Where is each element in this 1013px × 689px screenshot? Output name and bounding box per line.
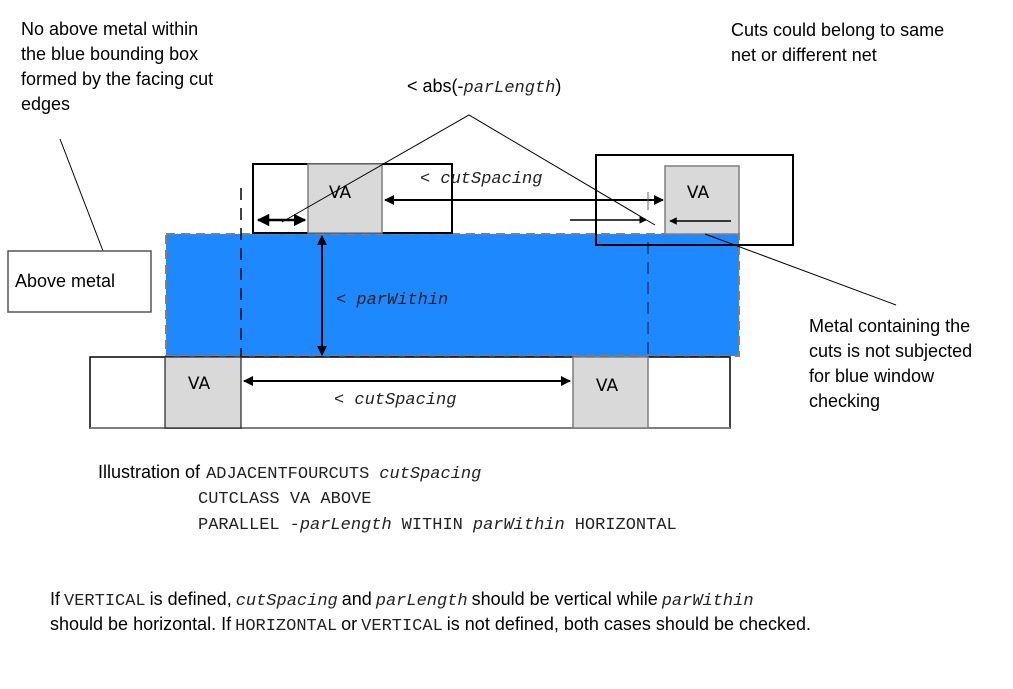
svg-text:for blue window: for blue window <box>809 366 935 386</box>
abs-parlength-leader <box>281 114 656 226</box>
top-right-cut <box>664 165 740 235</box>
bottom-left-cut-label: VA <box>188 374 211 394</box>
top-left-annotation: No above metal within the blue bounding … <box>21 19 213 114</box>
par-within-label: < parWithin <box>336 291 448 310</box>
right-note: Metal containing the cuts is not subject… <box>809 316 972 411</box>
svg-text:the blue bounding box: the blue bounding box <box>21 44 198 64</box>
top-left-cut <box>307 163 383 234</box>
bottom-right-cut-label: VA <box>596 376 619 396</box>
top-left-cut-label: VA <box>329 183 352 203</box>
abs-parlength-label: < abs(-parLength) <box>407 76 561 98</box>
top-cut-spacing-label: < cutSpacing <box>420 170 542 189</box>
bottom-cut-spacing-label: < cutSpacing <box>334 391 456 410</box>
bottom-left-cut <box>164 356 242 429</box>
top-right-annotation: Cuts could belong to same net or differe… <box>731 20 944 65</box>
svg-text:checking: checking <box>809 391 880 411</box>
svg-text:Metal containing the: Metal containing the <box>809 316 970 336</box>
blue-bounding-window <box>166 234 739 356</box>
bottom-right-cut <box>572 356 649 429</box>
svg-text:CUTCLASS VA ABOVE: CUTCLASS VA ABOVE <box>198 490 371 509</box>
svg-text:No above metal within: No above metal within <box>21 19 198 39</box>
svg-text:edges: edges <box>21 94 70 114</box>
svg-text:net or different net: net or different net <box>731 45 877 65</box>
svg-text:formed by the facing cut: formed by the facing cut <box>21 69 213 89</box>
svg-text:Cuts could belong to same: Cuts could belong to same <box>731 20 944 40</box>
metal-note-leader <box>704 233 897 306</box>
above-metal-box <box>7 250 152 313</box>
above-metal-label: Above metal <box>15 271 115 291</box>
top-right-cut-label: VA <box>687 183 710 203</box>
above-metal-leader <box>59 138 104 252</box>
svg-text:cuts is not subjected: cuts is not subjected <box>809 341 972 361</box>
